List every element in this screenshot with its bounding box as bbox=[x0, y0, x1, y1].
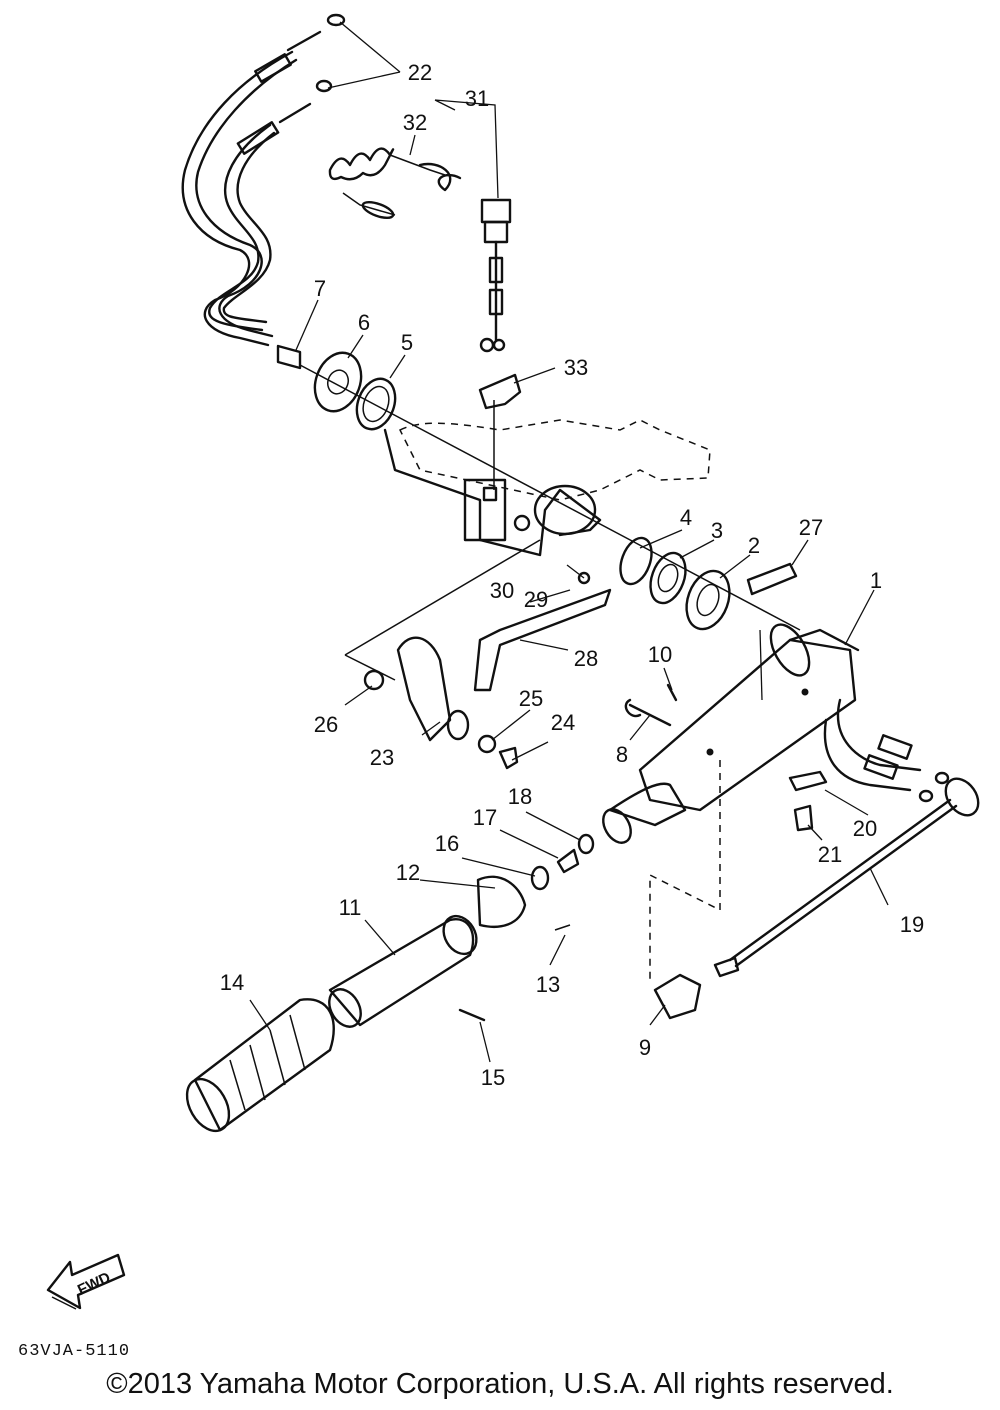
guide-27 bbox=[759, 629, 763, 701]
cable-assembly-top bbox=[181, 13, 346, 347]
fwd-label: FWD bbox=[75, 1269, 113, 1299]
spring-17 bbox=[556, 848, 580, 874]
washers-2-3-4 bbox=[619, 536, 731, 631]
callout-12: 12 bbox=[396, 860, 420, 885]
throttle-rod bbox=[713, 777, 980, 978]
callout-5: 5 bbox=[401, 330, 413, 355]
callout-6: 6 bbox=[358, 310, 370, 335]
callout-31: 31 bbox=[465, 86, 489, 111]
grip-assembly bbox=[185, 875, 571, 1133]
guide-9 bbox=[649, 760, 721, 980]
callout-23: 23 bbox=[370, 745, 394, 770]
callout-7: 7 bbox=[314, 276, 326, 301]
bolt-8 bbox=[624, 698, 672, 727]
pin-10 bbox=[666, 683, 678, 702]
parts-5-6-7 bbox=[276, 344, 397, 431]
callout-32: 32 bbox=[403, 110, 427, 135]
callout-24: 24 bbox=[551, 710, 575, 735]
callout-30: 30 bbox=[490, 578, 514, 603]
callout-13: 13 bbox=[536, 972, 560, 997]
callout-33: 33 bbox=[564, 355, 588, 380]
screw-21 bbox=[793, 804, 814, 832]
bolt-24 bbox=[498, 746, 519, 770]
leader-lines bbox=[249, 21, 889, 1063]
plate-27 bbox=[746, 562, 798, 596]
callout-14: 14 bbox=[220, 970, 244, 995]
callout-19: 19 bbox=[900, 912, 924, 937]
copyright-notice: ©2013 Yamaha Motor Corporation, U.S.A. A… bbox=[106, 1368, 894, 1400]
callout-28: 28 bbox=[574, 646, 598, 671]
callout-8: 8 bbox=[616, 742, 628, 767]
callout-10: 10 bbox=[648, 642, 672, 667]
callout-25: 25 bbox=[519, 686, 543, 711]
callout-4: 4 bbox=[680, 505, 692, 530]
clip-33 bbox=[478, 373, 522, 410]
callout-15: 15 bbox=[481, 1065, 505, 1090]
stop-switch-assembly bbox=[328, 147, 512, 353]
callout-21: 21 bbox=[818, 842, 842, 867]
plate-20 bbox=[788, 770, 828, 792]
shift-linkage bbox=[344, 539, 612, 742]
bracket-9 bbox=[653, 973, 702, 1020]
callout-17: 17 bbox=[473, 805, 497, 830]
callout-29: 29 bbox=[524, 587, 548, 612]
callout-3: 3 bbox=[711, 518, 723, 543]
callout-22: 22 bbox=[408, 60, 432, 85]
drawing-code: 63VJA-5110 bbox=[18, 1342, 131, 1361]
bracket-housing bbox=[383, 419, 711, 557]
callout-labels: 1 2 3 4 5 6 7 8 9 10 11 12 13 14 15 16 1… bbox=[220, 60, 924, 1090]
callout-1: 1 bbox=[870, 568, 882, 593]
nut-18 bbox=[577, 833, 595, 855]
callout-26: 26 bbox=[314, 712, 338, 737]
assembly-axis bbox=[299, 364, 801, 631]
callout-20: 20 bbox=[853, 816, 877, 841]
callout-16: 16 bbox=[435, 831, 459, 856]
callout-18: 18 bbox=[508, 784, 532, 809]
callout-9: 9 bbox=[639, 1035, 651, 1060]
fwd-arrow: FWD bbox=[46, 1253, 126, 1310]
callout-11: 11 bbox=[339, 895, 362, 920]
callout-2: 2 bbox=[748, 533, 760, 558]
callout-27: 27 bbox=[799, 515, 823, 540]
washer-25 bbox=[477, 734, 497, 754]
washer-16 bbox=[530, 865, 550, 891]
